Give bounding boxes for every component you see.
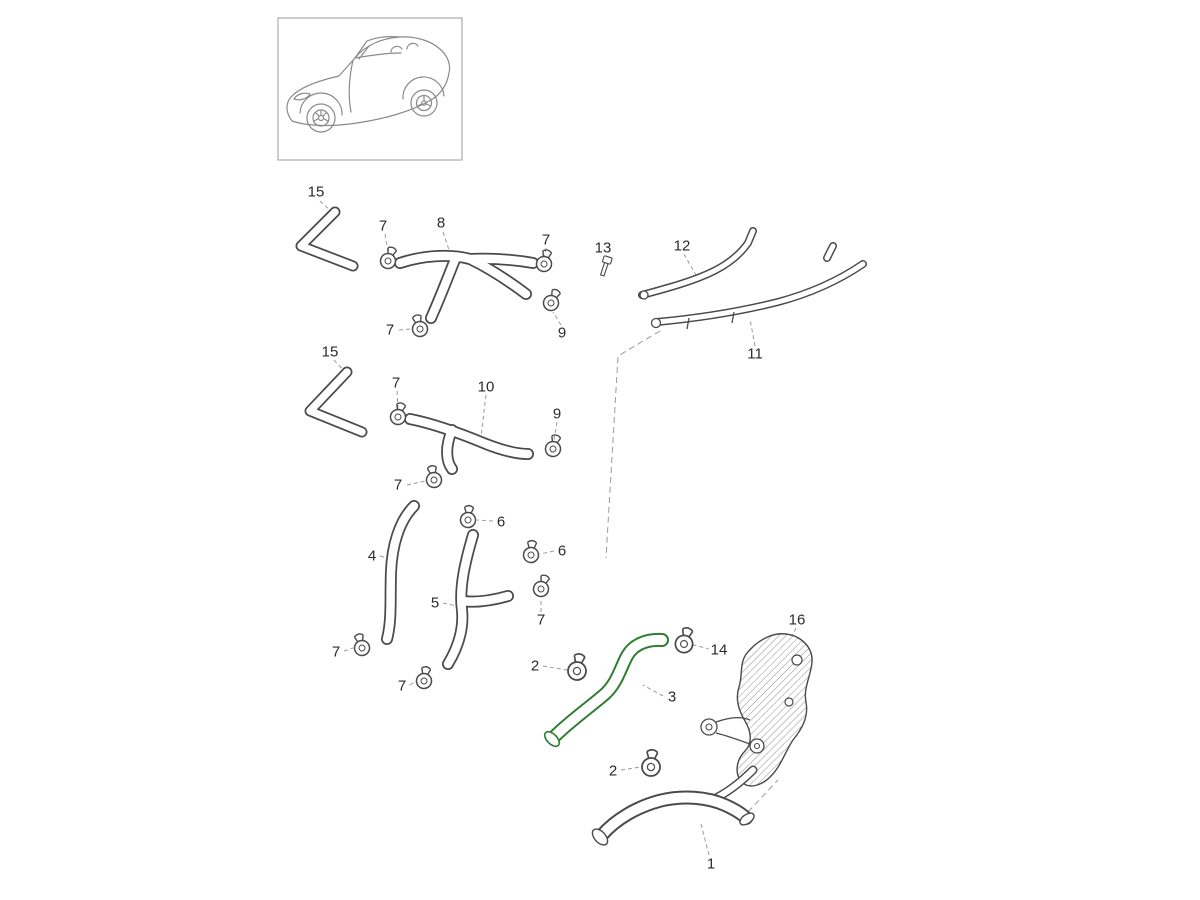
clamp-9-1 bbox=[540, 286, 565, 314]
hose-15-upper bbox=[295, 206, 359, 272]
car-sketch-icon bbox=[286, 36, 451, 133]
pipe-12 bbox=[638, 227, 757, 300]
part-label-9-1[interactable]: 9 bbox=[555, 324, 569, 342]
part-label-7-7[interactable]: 7 bbox=[329, 643, 343, 661]
part-label-11[interactable]: 11 bbox=[745, 345, 765, 363]
leader-lines bbox=[319, 200, 797, 856]
clamp-2-2 bbox=[640, 748, 663, 778]
part-label-10[interactable]: 10 bbox=[475, 378, 497, 396]
hose-5 bbox=[442, 529, 514, 670]
pipe-11 bbox=[650, 242, 867, 330]
part-label-16[interactable]: 16 bbox=[786, 611, 808, 629]
clamp-2-1 bbox=[565, 651, 590, 683]
hose-1 bbox=[591, 790, 755, 846]
part-label-15-lower[interactable]: 15 bbox=[319, 343, 341, 361]
hose-15-lower bbox=[304, 366, 368, 438]
clamp-7-7 bbox=[350, 631, 372, 658]
water-guide-16 bbox=[700, 633, 813, 805]
part-label-6-1[interactable]: 6 bbox=[494, 513, 508, 531]
hose-3-highlighted bbox=[543, 632, 669, 748]
bolt-13 bbox=[597, 255, 613, 278]
part-label-7-8[interactable]: 7 bbox=[395, 677, 409, 695]
car-thumbnail-box bbox=[277, 17, 463, 161]
clamp-6-2 bbox=[522, 539, 541, 564]
part-label-2-2[interactable]: 2 bbox=[606, 762, 620, 780]
part-label-7-3[interactable]: 7 bbox=[383, 321, 397, 339]
part-label-8[interactable]: 8 bbox=[434, 214, 448, 232]
part-label-6-2[interactable]: 6 bbox=[555, 542, 569, 560]
part-label-14[interactable]: 14 bbox=[708, 641, 730, 659]
part-label-7-6[interactable]: 7 bbox=[534, 611, 548, 629]
part-label-13[interactable]: 13 bbox=[592, 239, 614, 257]
part-label-7-1[interactable]: 7 bbox=[376, 217, 390, 235]
hose-4 bbox=[381, 500, 420, 645]
clamp-6-1 bbox=[459, 504, 478, 529]
clamp-7-8 bbox=[414, 664, 435, 691]
hose-10 bbox=[404, 413, 534, 475]
part-label-7-2[interactable]: 7 bbox=[539, 231, 553, 249]
part-label-1[interactable]: 1 bbox=[704, 855, 718, 873]
part-label-12[interactable]: 12 bbox=[671, 237, 693, 255]
part-label-7-4[interactable]: 7 bbox=[389, 374, 403, 392]
part-label-9-2[interactable]: 9 bbox=[550, 405, 564, 423]
part-label-5[interactable]: 5 bbox=[428, 594, 442, 612]
clamp-7-5 bbox=[423, 463, 444, 490]
clamp-9-2 bbox=[543, 432, 565, 459]
clamp-7-2 bbox=[534, 247, 556, 274]
part-label-4[interactable]: 4 bbox=[365, 547, 379, 565]
clamp-14 bbox=[672, 624, 698, 656]
part-label-15-upper[interactable]: 15 bbox=[305, 183, 327, 201]
part-label-2-1[interactable]: 2 bbox=[528, 657, 542, 675]
assembly-guide-lines bbox=[605, 330, 779, 813]
hose-8 bbox=[394, 249, 539, 324]
part-label-7-5[interactable]: 7 bbox=[391, 476, 405, 494]
part-label-3[interactable]: 3 bbox=[665, 688, 679, 706]
clamp-7-6 bbox=[530, 572, 554, 600]
